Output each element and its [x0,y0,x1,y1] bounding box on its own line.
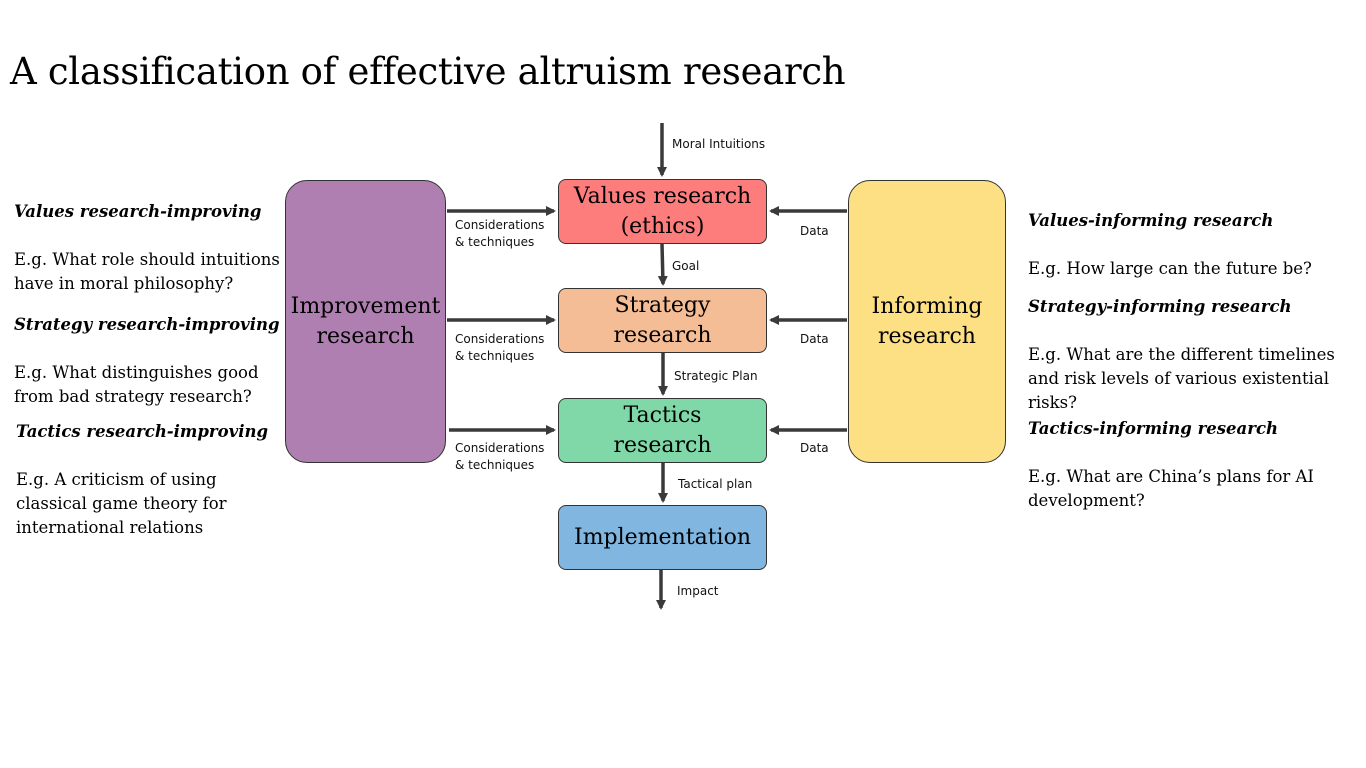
tactical-plan-label: Tactical plan [678,477,753,491]
moral-intuitions-label: Moral Intuitions [672,137,766,151]
data-label: Data [800,441,829,455]
note-tactics-improving: Tactics research-improving E.g. A critic… [16,396,268,564]
note-heading: Strategy-informing research [1028,297,1292,316]
note-body: E.g. A criticism of using classical game… [16,470,227,537]
impact-label: Impact [677,584,719,598]
improvement-research-label: Improvement research [290,293,441,349]
strategic-plan-label: Strategic Plan [674,369,758,383]
values-research-label: Values research (ethics) [573,183,752,239]
note-heading: Values research-improving [14,202,262,221]
data-label: Data [800,224,829,238]
considerations-label: Considerations & techniques [455,441,545,472]
note-heading: Tactics-informing research [1028,419,1278,438]
note-tactics-informing: Tactics-informing research E.g. What are… [1028,393,1314,537]
data-label: Data [800,332,829,346]
considerations-label: Considerations & techniques [455,332,545,363]
note-body: E.g. What role should intuitions have in… [14,250,280,293]
note-values-improving: Values research-improving E.g. What role… [14,176,280,320]
implementation-label: Implementation [574,524,751,550]
note-body: E.g. What are China’s plans for AI devel… [1028,467,1314,510]
note-strategy-informing: Strategy-informing research E.g. What ar… [1028,271,1335,439]
note-strategy-improving: Strategy research-improving E.g. What di… [14,289,280,433]
goal-label: Goal [672,259,700,273]
informing-research-label: Informing research [871,293,983,349]
note-body: E.g. What distinguishes good from bad st… [14,363,259,406]
tactics-research-label: Tactics research [613,402,712,458]
strategy-research-box: Strategy research [558,288,767,353]
note-heading: Values-informing research [1028,211,1274,230]
arrow-goal [657,243,668,286]
note-body: E.g. How large can the future be? [1028,259,1312,278]
page-title: A classification of effective altruism r… [10,50,846,93]
note-heading: Tactics research-improving [16,422,269,441]
tactics-research-box: Tactics research [558,398,767,463]
strategy-research-label: Strategy research [613,292,712,348]
informing-research-box: Informing research [848,180,1006,463]
note-body: E.g. What are the different timelines an… [1028,345,1335,412]
improvement-research-box: Improvement research [285,180,446,463]
note-values-informing: Values-informing research E.g. How large… [1028,185,1312,305]
implementation-box: Implementation [558,505,767,570]
values-research-box: Values research (ethics) [558,179,767,244]
considerations-label: Considerations & techniques [455,218,545,249]
note-heading: Strategy research-improving [14,315,280,334]
